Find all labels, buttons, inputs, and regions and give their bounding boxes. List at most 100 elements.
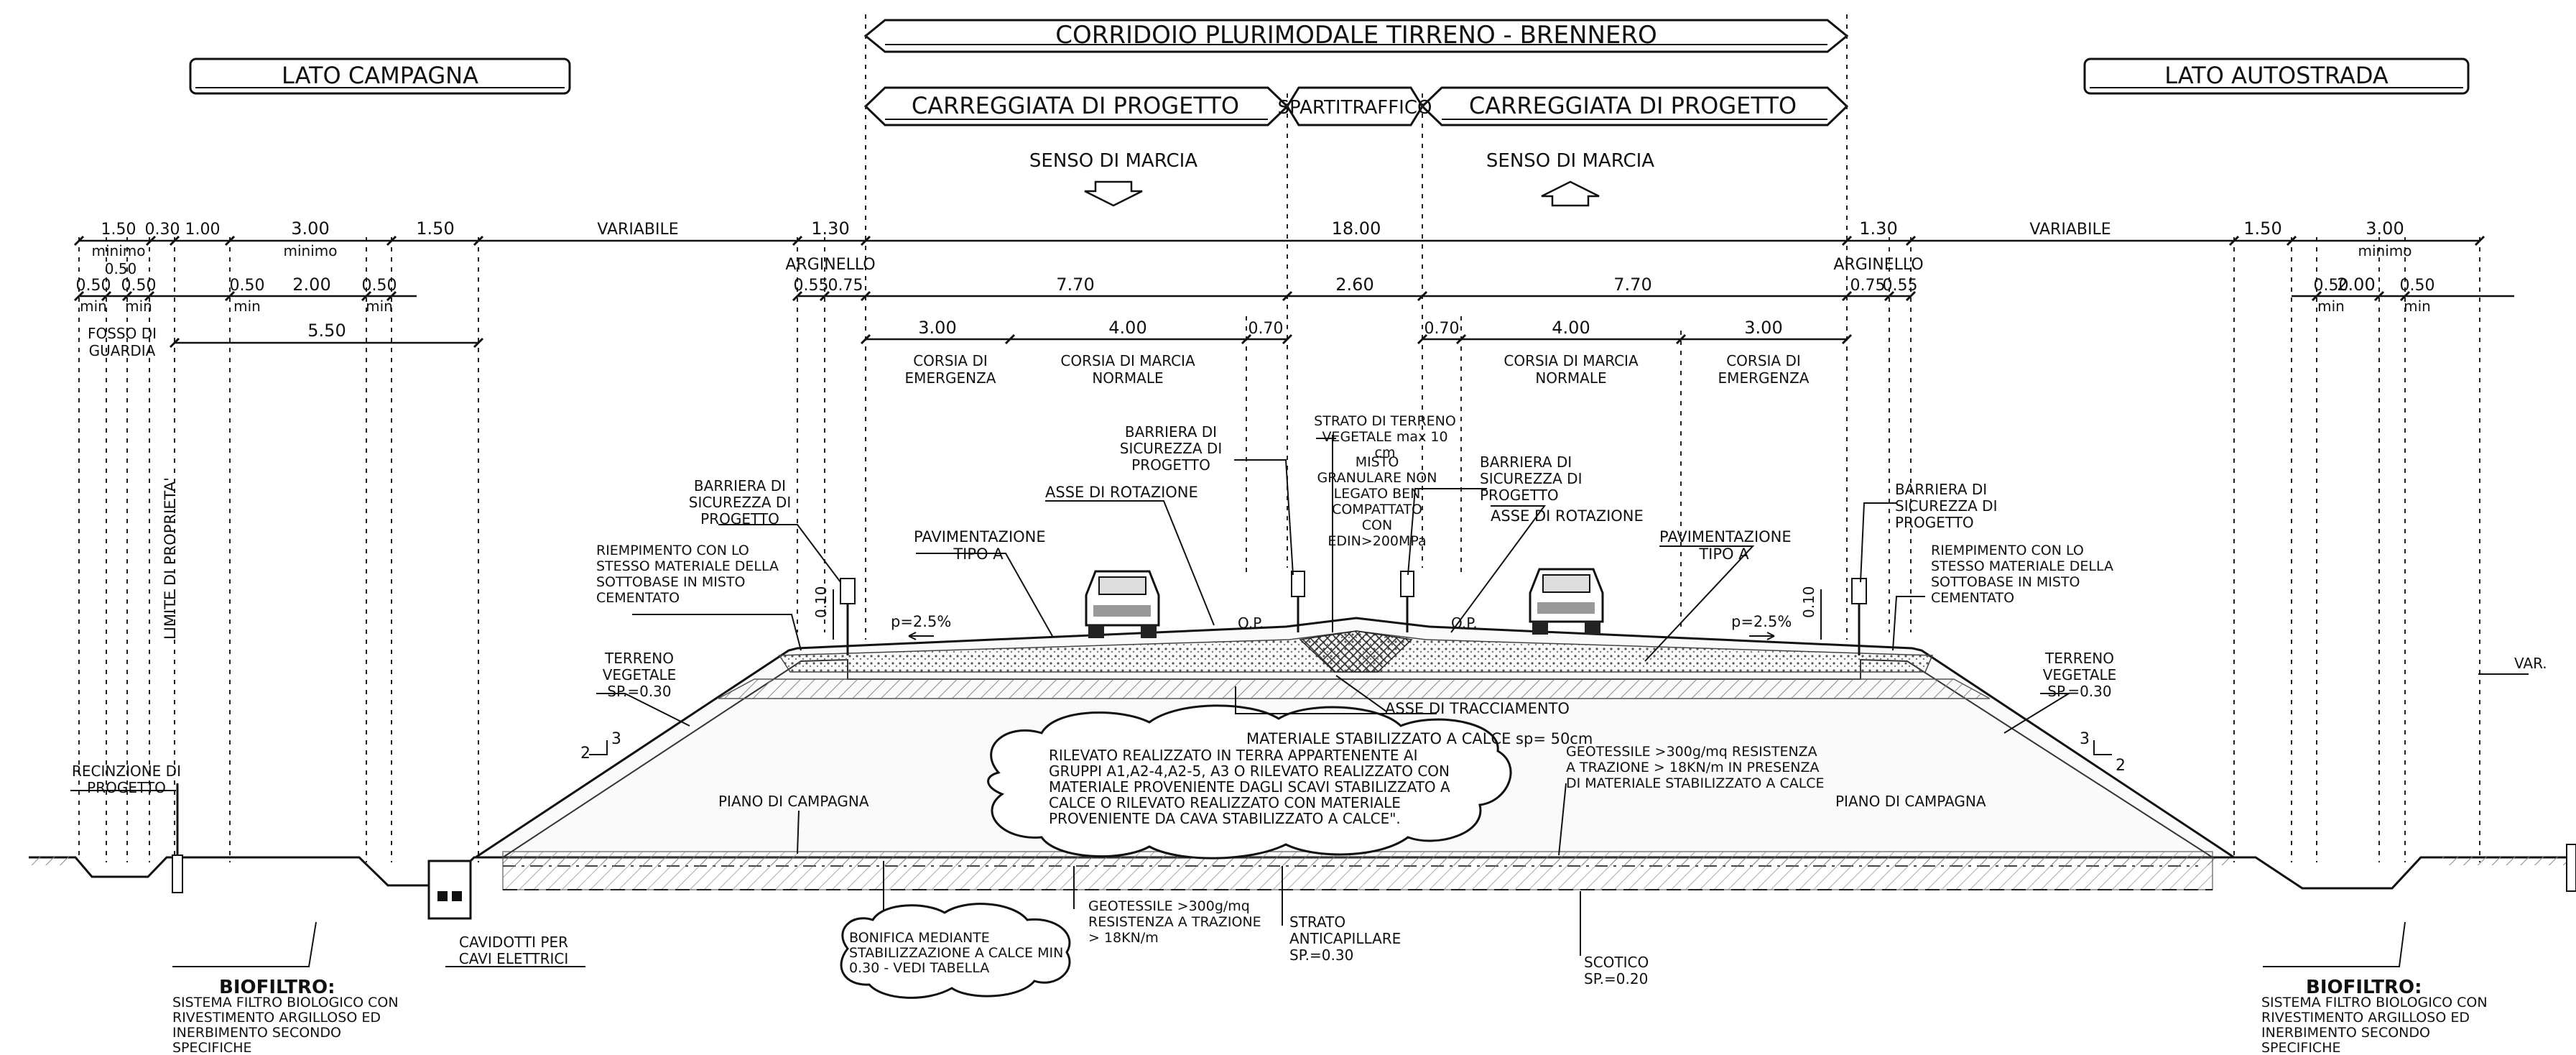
strato-terreno-vegetale: STRATO DI TERRENO VEGETALE max 10 cm <box>1314 413 1456 461</box>
cavidotti-icon <box>427 860 472 920</box>
senso-marcia-right: SENSO DI MARCIA <box>1486 150 1654 172</box>
dim-r-075: 0.75 <box>1850 277 1886 295</box>
dim-l-770: 7.70 <box>1056 275 1094 295</box>
barrier-posts <box>840 435 1867 655</box>
dim-l-550: 5.50 <box>307 321 346 341</box>
min-label-2: min <box>125 298 152 315</box>
spartitraffico-label: SPARTITRAFFICO <box>1278 97 1432 119</box>
carreggiata-right-arrow: CARREGGIATA DI PROGETTO <box>1420 86 1849 126</box>
dim-070-left: 0.70 <box>1248 320 1284 338</box>
barriera-center-right: BARRIERA DI SICUREZZA DI PROGETTO <box>1480 453 1583 504</box>
slope-left-text: p=2.5% <box>891 613 951 630</box>
rilevato-cloud <box>987 704 1512 860</box>
dimension-row-3: FOSSO DI GUARDIA 5.50 3.00 4.00 0.70 0.7… <box>87 318 1853 387</box>
dim-l-050c: 0.50 <box>230 277 265 295</box>
terreno-vegetale-right: TERRENO VEGETALE SP.=0.30 <box>2042 650 2117 700</box>
dim-r-050a: 0.50 <box>2314 277 2349 295</box>
scotico-label: SCOTICO SP.=0.20 <box>1584 954 1649 987</box>
dim-l-075: 0.75 <box>828 277 863 295</box>
dim-l-150b: 1.50 <box>416 218 454 239</box>
fence-post-icons <box>172 783 2576 893</box>
dim-r-050b: 0.50 <box>2400 277 2435 295</box>
slope-left-2: 2 <box>580 745 590 763</box>
biofiltro-title-left: BIOFILTRO: <box>219 977 335 998</box>
barriera-center-left: BARRIERA DI SICUREZZA DI PROGETTO <box>1119 423 1223 474</box>
carreggiata-right-label: CARREGGIATA DI PROGETTO <box>1469 92 1797 119</box>
dim-c-260: 2.60 <box>1335 275 1373 295</box>
corridor-arrow: CORRIDOIO PLURIMODALE TIRRENO - BRENNERO <box>863 19 1849 53</box>
min-label-4: min <box>366 298 393 315</box>
dim-l-050a: 0.50 <box>76 277 111 295</box>
geotessile-center: GEOTESSILE >300g/mq RESISTENZA A TRAZION… <box>1088 898 1261 946</box>
dim-variabile-left: VARIABILE <box>597 221 678 239</box>
dim-r-150: 1.50 <box>2243 218 2281 239</box>
min-label-3: min <box>233 298 261 315</box>
recinzione-di-progetto: RECINZIONE DI PROGETTO <box>72 763 181 796</box>
cavidotti-label: CAVIDOTTI PER CAVI ELETTRICI <box>458 934 569 967</box>
leader-lines <box>70 438 2529 967</box>
slope-right-text: p=2.5% <box>1731 613 1792 630</box>
geotessile-right: GEOTESSILE >300g/mq RESISTENZA A TRAZION… <box>1566 744 1825 791</box>
misto-granulare: MISTO GRANULARE NON LEGATO BEN COMPATTAT… <box>1317 454 1437 549</box>
dim-l-130: 1.30 <box>811 218 849 239</box>
op-center-right: O.P. <box>1451 614 1478 632</box>
dim-lane-300-left: 3.00 <box>918 318 956 338</box>
dim-r-200: 2.00 <box>2337 275 2375 295</box>
slope-left-3: 3 <box>611 730 621 748</box>
dimension-row-1: 1.50 0.30 1.00 3.00 1.50 VARIABILE 1.30 … <box>73 218 2485 259</box>
slope-right-3: 3 <box>2080 730 2090 748</box>
arginello-left: ARGINELLO <box>785 256 875 274</box>
min-label-6: min <box>2404 298 2431 315</box>
rilevato-text: RILEVATO REALIZZATO IN TERRA APPARTENENT… <box>1049 747 1450 827</box>
min-label-5: min <box>2317 298 2345 315</box>
dim-r-130: 1.30 <box>1859 218 1897 239</box>
arrow-down-icon <box>1084 180 1143 207</box>
pavimentazione-left: PAVIMENTAZIONE TIPO A <box>914 528 1046 563</box>
dim-lane-300-right: 3.00 <box>1744 318 1782 338</box>
lato-autostrada-box: LATO AUTOSTRADA <box>2083 57 2470 95</box>
var-label: VAR. <box>2514 655 2547 672</box>
height-010-right: 0.10 <box>1800 586 1817 618</box>
dim-l-150: 1.50 <box>101 221 136 239</box>
arrow-up-icon <box>1541 180 1600 207</box>
riempimento-right: RIEMPIMENTO CON LO STESSO MATERIALE DELL… <box>1931 543 2113 606</box>
corridor-title: CORRIDOIO PLURIMODALE TIRRENO - BRENNERO <box>1055 21 1657 50</box>
dim-variabile-right: VARIABILE <box>2029 221 2111 239</box>
biofiltro-text-left: SISTEMA FILTRO BIOLOGICO CON RIVESTIMENT… <box>172 995 399 1055</box>
slope-right-2: 2 <box>2116 757 2126 775</box>
minimo-label-2: minimo <box>284 242 338 259</box>
dim-r-770: 7.70 <box>1613 275 1651 295</box>
slope-indicators <box>589 740 2112 755</box>
dim-l-050-top: 0.50 <box>105 260 137 277</box>
dim-l-030: 0.30 <box>145 221 180 239</box>
corsia-emergenza-right: CORSIA DI EMERGENZA <box>1718 352 1810 387</box>
lato-campagna-label: LATO CAMPAGNA <box>282 62 478 89</box>
dim-l-300: 3.00 <box>291 218 329 239</box>
dim-center-1800: 18.00 <box>1332 218 1381 239</box>
lato-campagna-box: LATO CAMPAGNA <box>189 57 571 95</box>
lato-autostrada-label: LATO AUTOSTRADA <box>2164 62 2389 89</box>
dim-lane-400-left: 4.00 <box>1108 318 1146 338</box>
asse-rotazione-left: ASSE DI ROTAZIONE <box>1045 484 1198 501</box>
riempimento-left: RIEMPIMENTO CON LO STESSO MATERIALE DELL… <box>596 543 779 606</box>
asse-tracciamento: ASSE DI TRACCIAMENTO <box>1385 700 1570 717</box>
strato-anticapillare: STRATO ANTICAPILLARE SP.=0.30 <box>1289 913 1401 964</box>
op-center-left: O.P. <box>1238 614 1264 632</box>
biofiltro-text-right: SISTEMA FILTRO BIOLOGICO CON RIVESTIMENT… <box>2261 995 2488 1055</box>
arginello-right: ARGINELLO <box>1833 256 1923 274</box>
fosso-di-guardia: FOSSO DI GUARDIA <box>87 325 157 359</box>
asse-rotazione-right: ASSE DI ROTAZIONE <box>1491 507 1644 525</box>
dim-lane-400-right: 4.00 <box>1552 318 1590 338</box>
biofiltro-title-right: BIOFILTRO: <box>2306 977 2422 998</box>
minimo-label-1: minimo <box>92 242 146 259</box>
dim-r-300: 3.00 <box>2366 218 2404 239</box>
bonifica-cloud <box>840 903 1071 999</box>
corsia-marcia-left: CORSIA DI MARCIA NORMALE <box>1060 352 1195 387</box>
carreggiata-left-arrow: CARREGGIATA DI PROGETTO <box>863 86 1289 126</box>
height-010-left: 0.10 <box>812 586 830 618</box>
dim-070-right: 0.70 <box>1424 320 1460 338</box>
corsia-marcia-right: CORSIA DI MARCIA NORMALE <box>1504 352 1639 387</box>
slope-arrow-icons <box>833 589 1822 640</box>
bonifica-text: BONIFICA MEDIANTE STABILIZZAZIONE A CALC… <box>849 930 1064 976</box>
dim-l-200: 2.00 <box>292 275 330 295</box>
